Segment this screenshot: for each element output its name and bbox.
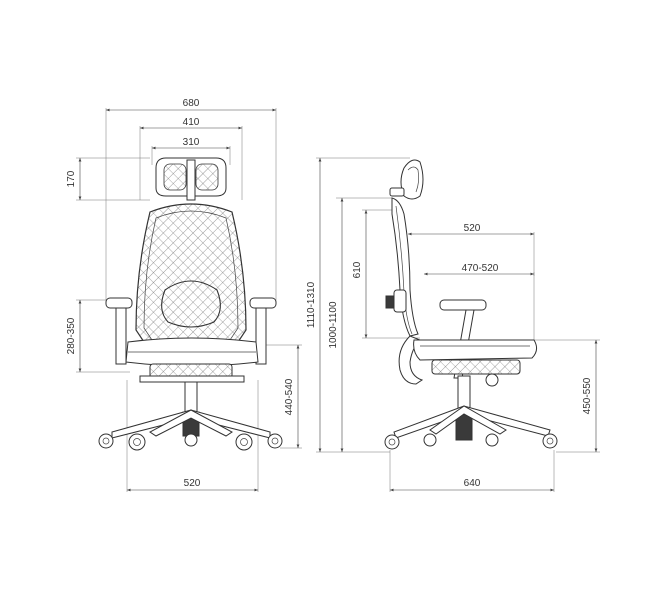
dim-armrest-adjust: 280-350 — [66, 299, 130, 373]
chair-front — [98, 157, 283, 451]
dim-backrest-width: 410 — [139, 117, 243, 200]
dim-seat-depth: 520 — [408, 223, 535, 342]
gas-cylinder-side — [457, 375, 471, 411]
casters-front — [98, 433, 283, 451]
label-overall-height: 1110-1310 — [306, 281, 317, 328]
label-armrest-adjust: 280-350 — [66, 317, 77, 354]
base-front — [111, 409, 271, 439]
seat-side — [413, 339, 538, 361]
backrest-side — [391, 197, 419, 337]
armrest-right — [249, 297, 277, 365]
label-seat-depth-adjust: 470-520 — [462, 263, 499, 274]
armrest-side — [439, 299, 487, 311]
label-seat-height: 440-540 — [284, 378, 295, 415]
lumbar-support — [161, 280, 221, 328]
lumbar-side — [393, 289, 407, 313]
armrest-left — [105, 297, 133, 365]
dim-base-depth: 640 — [389, 450, 555, 492]
dim-back-height: 1000-1100 — [328, 197, 392, 452]
label-back-inner-height: 610 — [352, 261, 363, 278]
gas-cylinder-front — [184, 381, 198, 413]
label-base-width: 520 — [184, 478, 201, 489]
label-headrest-adjust: 170 — [66, 170, 77, 187]
dim-base-width: 520 — [126, 380, 259, 492]
dim-seat-depth-adjust: 470-520 — [424, 263, 535, 276]
mechanism-side — [431, 359, 521, 375]
headrest-front — [155, 157, 227, 201]
label-backrest-width: 410 — [183, 117, 200, 128]
dim-headrest-adjust: 170 — [66, 157, 150, 201]
label-overall-width: 680 — [183, 98, 200, 109]
dim-headrest-width: 310 — [151, 137, 231, 165]
dim-side-seat-height: 450-550 — [534, 339, 600, 453]
side-view: 1110-1310 1000-1100 610 520 470-520 — [306, 157, 600, 492]
dim-overall-height: 1110-1310 — [306, 157, 410, 453]
label-base-depth: 640 — [464, 478, 481, 489]
label-side-seat-height: 450-550 — [582, 377, 593, 414]
front-view: 680 410 310 170 280-350 — [66, 98, 302, 492]
base-side — [393, 405, 551, 439]
label-back-height: 1000-1100 — [328, 301, 339, 349]
casters-side — [384, 433, 558, 450]
chair-side — [384, 159, 558, 450]
dim-overall-width: 680 — [105, 98, 277, 300]
label-headrest-width: 310 — [183, 137, 200, 148]
label-seat-depth: 520 — [464, 223, 481, 234]
